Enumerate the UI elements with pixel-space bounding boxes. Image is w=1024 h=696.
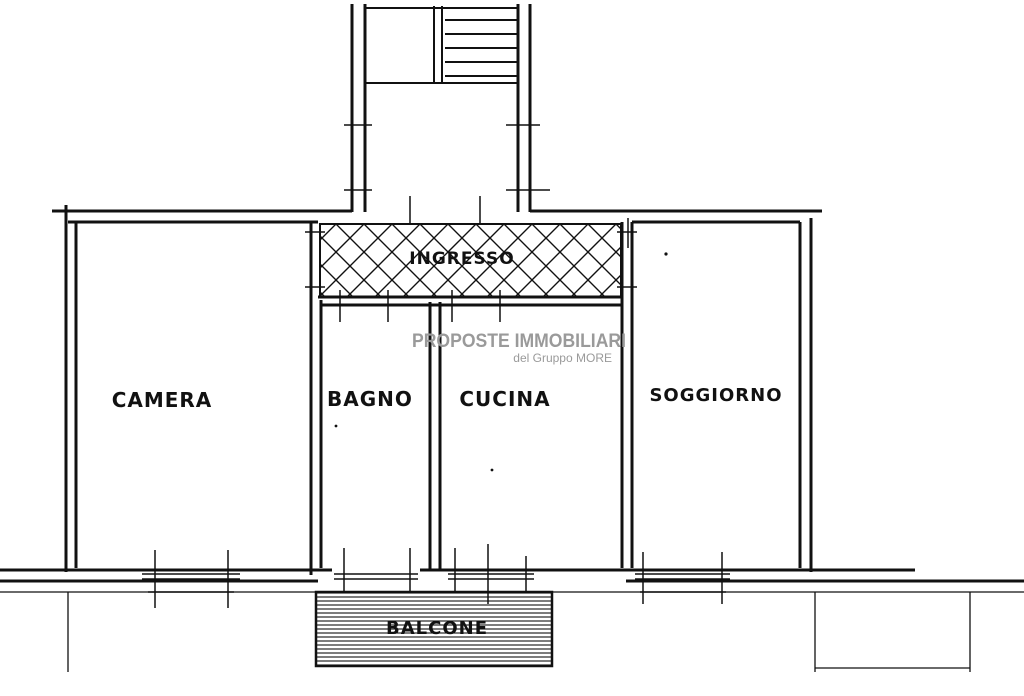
- small-marks: [334, 252, 668, 472]
- lower-edges: [0, 591, 1024, 672]
- balcone-area: [314, 590, 554, 668]
- watermark-title: PROPOSTE IMMOBILIARI: [412, 331, 626, 352]
- ingresso-area: [319, 223, 622, 298]
- watermark-subtitle: del Gruppo MORE: [513, 351, 612, 365]
- room-label-soggiorno: SOGGIORNO: [649, 385, 782, 406]
- door-ticks: [305, 196, 637, 322]
- room-label-bagno: BAGNO: [327, 387, 413, 411]
- window-camera: [142, 550, 240, 608]
- window-bagno: [334, 548, 418, 592]
- outer-walls: [0, 205, 1024, 583]
- room-label-camera: CAMERA: [112, 388, 213, 412]
- stairwell: [344, 4, 550, 212]
- room-label-ingresso: INGRESSO: [409, 249, 514, 269]
- room-label-cucina: CUCINA: [459, 387, 550, 411]
- window-cucina: [448, 544, 534, 604]
- window-soggiorno: [635, 552, 730, 604]
- room-label-balcone: BALCONE: [386, 618, 488, 639]
